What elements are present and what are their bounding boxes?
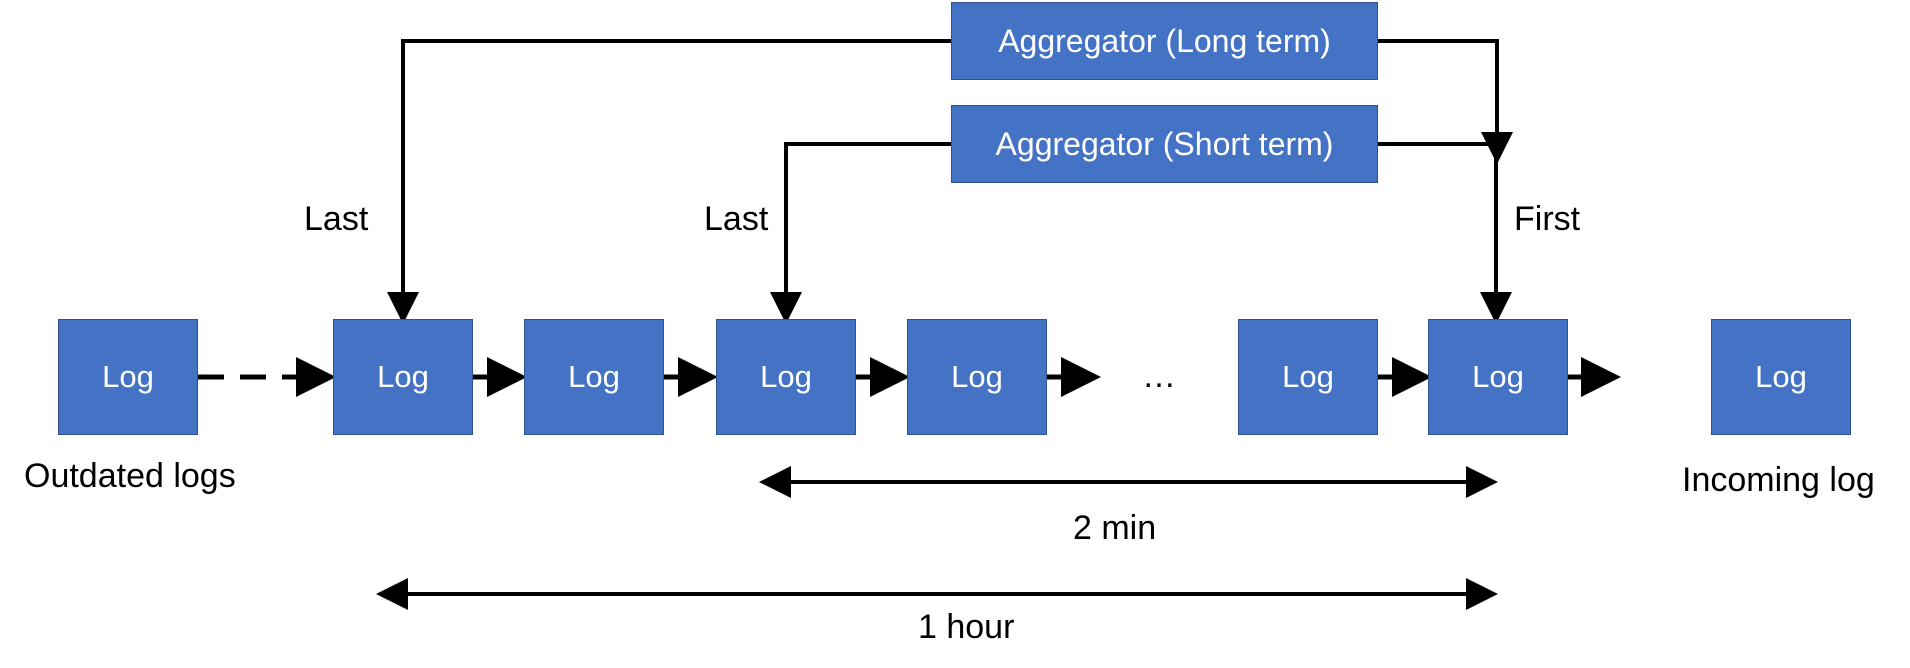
long-term-last-connector bbox=[387, 39, 951, 324]
long-term-aggregator-box: Aggregator (Long term) bbox=[951, 2, 1378, 80]
short-term-last-connector bbox=[770, 142, 951, 324]
log-box-3: Log bbox=[716, 319, 856, 435]
first-label: First bbox=[1514, 200, 1581, 238]
last-label-long: Last bbox=[304, 200, 369, 238]
outdated-logs-label: Outdated logs bbox=[24, 457, 236, 495]
short-term-first-connector bbox=[1378, 142, 1512, 324]
log-box-5: Log bbox=[1238, 319, 1378, 435]
log-box-2: Log bbox=[524, 319, 664, 435]
log-box-incoming: Log bbox=[1711, 319, 1851, 435]
last-label-short: Last bbox=[704, 200, 769, 238]
span-2min-label: 2 min bbox=[1073, 509, 1157, 547]
log-box-4: Log bbox=[907, 319, 1047, 435]
long-term-first-connector bbox=[1378, 39, 1513, 164]
log-box-1: Log bbox=[333, 319, 473, 435]
chain-ellipsis: … bbox=[1142, 357, 1176, 395]
log-box-outdated: Log bbox=[58, 319, 198, 435]
incoming-log-label: Incoming log bbox=[1682, 461, 1875, 499]
log-box-6: Log bbox=[1428, 319, 1568, 435]
span-1hour-label: 1 hour bbox=[918, 608, 1015, 646]
short-term-aggregator-box: Aggregator (Short term) bbox=[951, 105, 1378, 183]
